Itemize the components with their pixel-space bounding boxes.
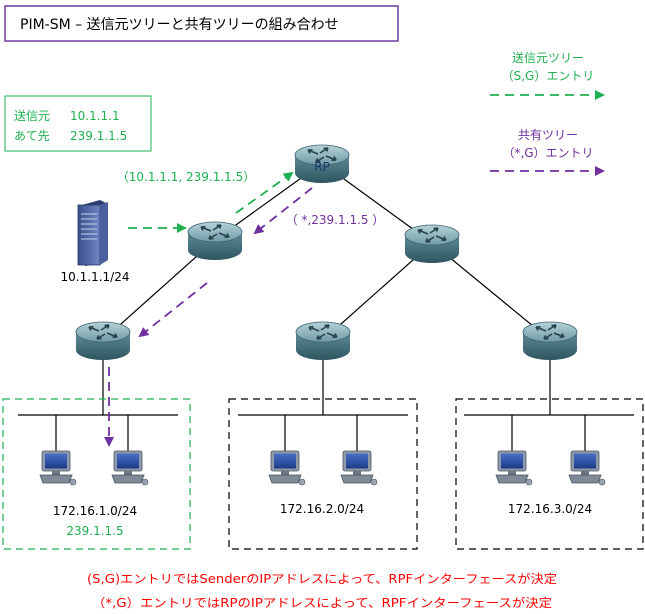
subnet-box-3: [455, 398, 644, 550]
sg-entry-label: （10.1.1.1, 239.1.1.5）: [117, 170, 256, 184]
server-icon: [77, 200, 108, 266]
note-sg-rpf: (S,G)エントリではSenderのIPアドレスによって、RPFインターフェース…: [87, 571, 557, 586]
dest-label: あて先: [14, 129, 50, 143]
router-icon-core: [404, 224, 460, 264]
subnet-1-label: 172.16.1.0/24: [53, 504, 137, 518]
starg-flow-arrow-edge: [138, 282, 208, 338]
starg-flow-arrow-rp: [253, 187, 313, 235]
subnet-box-2: [228, 398, 418, 550]
network-links: [18, 162, 634, 455]
subnet-1-group: 239.1.1.5: [66, 524, 123, 538]
legend-starg-entry: （*,G）エントリ: [502, 146, 593, 160]
legend-starg-title: 共有ツリー: [518, 128, 578, 142]
starg-entry-label: （ *,239.1.1.5 ）: [286, 213, 385, 227]
pc-icon: [111, 450, 149, 486]
legend-sg-entry: （S,G）エントリ: [502, 69, 595, 83]
pc-icon: [268, 450, 306, 486]
pc-icon: [568, 450, 606, 486]
note-starg-rpf: （*,G）エントリではRPのIPアドレスによって、RPFインターフェースが決定: [92, 595, 552, 610]
legend-sg-title: 送信元ツリー: [512, 50, 584, 65]
title-box: [4, 5, 399, 42]
sender-label: 送信元: [14, 108, 50, 123]
router-icon-subnet1: [75, 321, 131, 361]
server-address: 10.1.1.1/24: [61, 270, 130, 284]
rp-label: RP: [314, 160, 330, 174]
page-title: PIM-SM – 送信元ツリーと共有ツリーの組み合わせ: [20, 17, 339, 33]
router-icon-edge: [187, 221, 243, 261]
router-icon-subnet2: [295, 321, 351, 361]
sender-info-box: [4, 95, 152, 152]
sender-value: 10.1.1.1: [70, 109, 120, 123]
router-icon-subnet3: [522, 321, 578, 361]
dest-value: 239.1.1.5: [70, 129, 127, 143]
subnet-2-label: 172.16.2.0/24: [280, 502, 364, 516]
subnet-3-label: 172.16.3.0/24: [508, 502, 592, 516]
pc-icon: [340, 450, 378, 486]
pc-icon: [495, 450, 533, 486]
pc-icon: [39, 450, 77, 486]
sg-flow-arrow-to-rp: [235, 171, 294, 214]
